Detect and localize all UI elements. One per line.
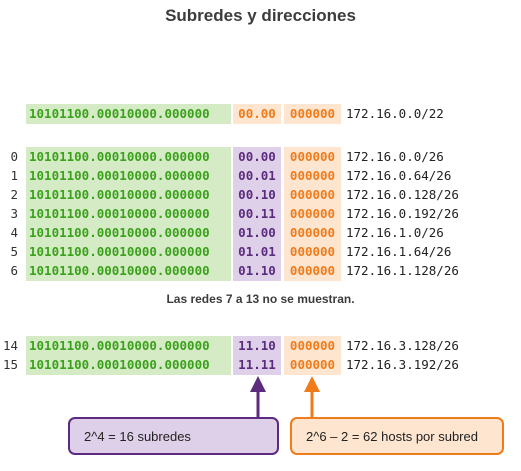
host-bits: 000000: [284, 166, 341, 186]
subnet-row: 2 10101100.00010000.000000 00.10 000000 …: [0, 185, 521, 205]
subnet-index: 14: [2, 338, 18, 353]
subnet-address: 172.16.1.64/26: [346, 244, 452, 259]
subnet-bits: 01.10: [233, 261, 281, 281]
subnet-address: 172.16.1.128/26: [346, 263, 459, 278]
subnet-row: 4 10101100.00010000.000000 01.00 000000 …: [0, 223, 521, 243]
subnet-row: 1 10101100.00010000.000000 00.01 000000 …: [0, 166, 521, 186]
omitted-networks-note: Las redes 7 a 13 no se muestran.: [166, 292, 355, 306]
subnet-address: 172.16.0.64/26: [346, 168, 452, 183]
network-bits: 10101100.00010000.000000: [26, 261, 231, 281]
subnet-row: 3 10101100.00010000.000000 00.11 000000 …: [0, 204, 521, 224]
subnet-index: 5: [10, 244, 18, 259]
prefix-row: 10101100.00010000.000000 00.00 000000 17…: [0, 104, 521, 124]
subnet-address: 172.16.0.0/26: [346, 149, 444, 164]
host-bits: 000000: [284, 242, 341, 262]
subnet-index: 15: [2, 357, 18, 372]
network-bits: 10101100.00010000.000000: [26, 147, 231, 167]
host-bits: 000000: [284, 204, 341, 224]
subnet-bits: 01.01: [233, 242, 281, 262]
host-bits: 000000: [284, 223, 341, 243]
subnet-bits: 01.00: [233, 223, 281, 243]
subnet-address: 172.16.0.128/26: [346, 187, 459, 202]
subnet-row: 5 10101100.00010000.000000 01.01 000000 …: [0, 242, 521, 262]
subnet-row: 15 10101100.00010000.000000 11.11 000000…: [0, 355, 521, 375]
network-bits: 10101100.00010000.000000: [26, 204, 231, 224]
host-arrow: [304, 376, 320, 417]
subnet-index: 3: [10, 206, 18, 221]
network-bits: 10101100.00010000.000000: [26, 104, 231, 124]
host-bits: 000000: [284, 336, 341, 356]
subnets-callout: 2^4 = 16 subredes: [68, 417, 279, 455]
host-bits: 000000: [284, 147, 341, 167]
subnet-index: 6: [10, 263, 18, 278]
subnet-index: 4: [10, 225, 18, 240]
subnet-bits: 00.10: [233, 185, 281, 205]
network-bits: 10101100.00010000.000000: [26, 185, 231, 205]
network-bits: 10101100.00010000.000000: [26, 355, 231, 375]
hosts-callout: 2^6 – 2 = 62 hosts por subred: [290, 417, 504, 455]
subnet-bits: 00.00: [233, 104, 281, 124]
network-address: 172.16.0.0/22: [346, 106, 444, 121]
host-bits: 000000: [284, 185, 341, 205]
subnet-address: 172.16.0.192/26: [346, 206, 459, 221]
network-bits: 10101100.00010000.000000: [26, 336, 231, 356]
subnet-row: 0 10101100.00010000.000000 00.00 000000 …: [0, 147, 521, 167]
subnet-address: 172.16.1.0/26: [346, 225, 444, 240]
subnet-index: 1: [10, 168, 18, 183]
network-bits: 10101100.00010000.000000: [26, 223, 231, 243]
subnet-address: 172.16.3.128/26: [346, 338, 459, 353]
subnet-row: 14 10101100.00010000.000000 11.10 000000…: [0, 336, 521, 356]
network-bits: 10101100.00010000.000000: [26, 242, 231, 262]
subnet-bits: 00.01: [233, 166, 281, 186]
subnet-bits: 00.11: [233, 204, 281, 224]
subnet-index: 2: [10, 187, 18, 202]
subnet-index: 0: [10, 149, 18, 164]
host-bits: 000000: [284, 261, 341, 281]
diagram-title: Subredes y direcciones: [165, 6, 356, 25]
host-bits: 000000: [284, 355, 341, 375]
host-bits: 000000: [284, 104, 341, 124]
subnet-address: 172.16.3.192/26: [346, 357, 459, 372]
subnet-arrow: [250, 376, 266, 417]
subnet-row: 6 10101100.00010000.000000 01.10 000000 …: [0, 261, 521, 281]
subnet-bits: 11.11: [233, 355, 281, 375]
subnet-bits: 00.00: [233, 147, 281, 167]
subnet-bits: 11.10: [233, 336, 281, 356]
network-bits: 10101100.00010000.000000: [26, 166, 231, 186]
